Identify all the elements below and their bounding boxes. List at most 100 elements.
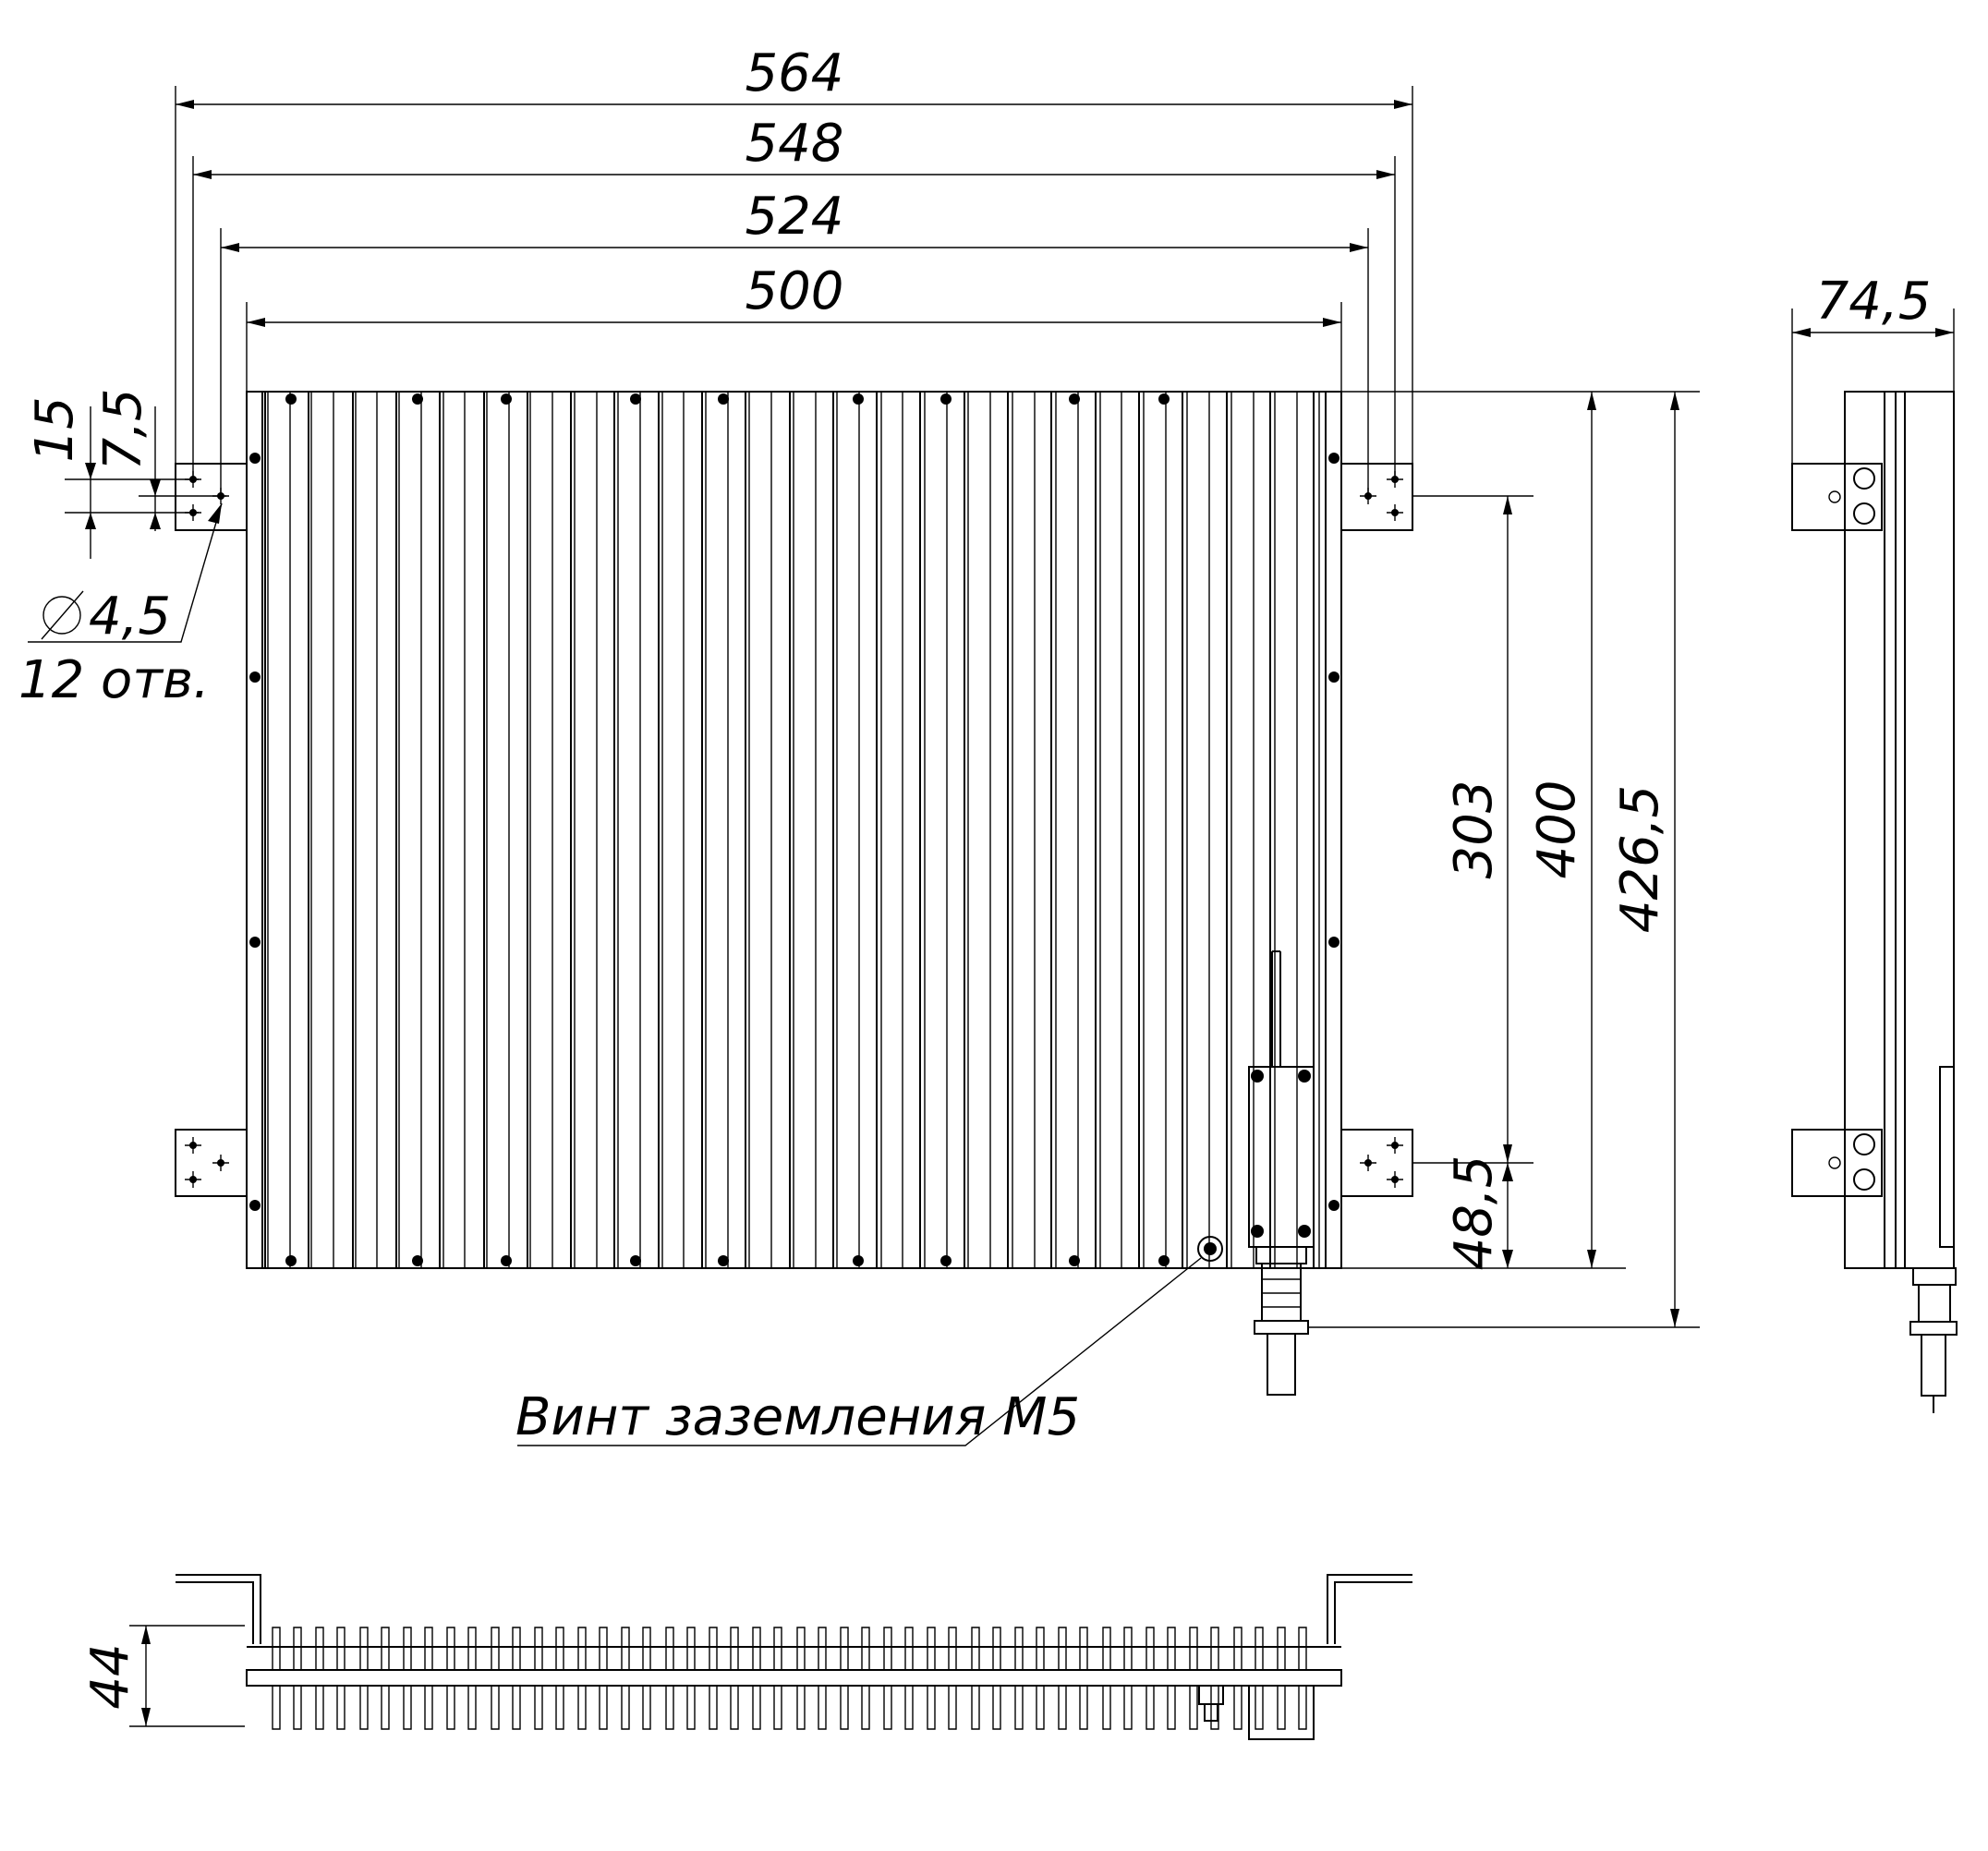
top-fin-down [534,1686,543,1730]
top-fin-up [904,1627,914,1670]
top-fin-up [730,1627,739,1670]
dim-524: 524 [746,187,844,247]
top-fin-up [665,1627,674,1670]
screw [501,1255,512,1266]
top-fin-up [840,1627,849,1670]
top-fin-down [1298,1686,1307,1730]
hole-pitch-dimensions: 15 7,5 [25,388,226,559]
screw [630,1255,641,1266]
top-base-plate [246,1669,1342,1687]
top-fin-down [686,1686,696,1730]
top-fin-up [709,1627,718,1670]
top-fin-up [621,1627,630,1670]
top-bracket-left [176,1574,261,1644]
screw [412,393,423,405]
top-fin-up [1277,1627,1286,1670]
top-fin-down [642,1686,651,1730]
top-fin-up [599,1627,608,1670]
top-fin-up [293,1627,302,1670]
dim-44: 44 [80,1643,140,1709]
top-fin-down [381,1686,390,1730]
top-fin-down [272,1686,281,1730]
screw [249,453,261,464]
top-fin-up [315,1627,324,1670]
top-fin-up [534,1627,543,1670]
top-fin-up [1102,1627,1111,1670]
top-fin-down [1036,1686,1045,1730]
top-fin-up [1079,1627,1088,1670]
top-fin-up [971,1627,980,1670]
top-fin-down [577,1686,587,1730]
top-fin-up [883,1627,892,1670]
top-fin-down [1058,1686,1067,1730]
screw [718,393,729,405]
top-fin-up [1036,1627,1045,1670]
top-fins [272,1627,1307,1730]
hole-note-leader [28,502,223,643]
top-fin-up [1014,1627,1024,1670]
top-fin-up [555,1627,564,1670]
screw [412,1255,423,1266]
bracket-bottom-right [1340,1129,1413,1197]
screw [1328,671,1339,683]
top-fin-down [948,1686,957,1730]
top-fin-up [336,1627,345,1670]
width-dimensions: 564 548 524 500 [175,43,1413,499]
dim-303: 303 [1444,780,1504,879]
top-fin-up [1123,1627,1133,1670]
top-fin-up [642,1627,651,1670]
top-terminal-box [1248,1685,1315,1740]
ground-screw-leader [517,1257,1202,1446]
top-fin-up [467,1627,477,1670]
ground-screw-label: Винт заземления М5 [515,1387,1080,1447]
top-fin-down [512,1686,521,1730]
top-fin-down [336,1686,345,1730]
dim-400: 400 [1527,780,1587,879]
top-fin-up [1210,1627,1219,1670]
top-fin-up [861,1627,870,1670]
dim-564: 564 [746,43,844,103]
top-fin-down [1233,1686,1242,1730]
top-fin-down [665,1686,674,1730]
screw [1158,393,1170,405]
screw [501,393,512,405]
bracket-top-right [1340,463,1413,531]
top-fin-up [1255,1627,1264,1670]
top-fin-down [1079,1686,1088,1730]
top-fin-down [403,1686,412,1730]
screw [249,1200,261,1211]
top-fin-down [1255,1686,1264,1730]
hole-note: 4,5 12 отв. [18,502,223,710]
screw [940,1255,952,1266]
dim-15: 15 [25,396,85,462]
top-fin-down [293,1686,302,1730]
top-fin-down [883,1686,892,1730]
top-fin-up [1167,1627,1176,1670]
top-fin-up [1058,1627,1067,1670]
screw [718,1255,729,1266]
top-fin-down [359,1686,369,1730]
radiator-fins [264,392,1320,1268]
top-fin-up [381,1627,390,1670]
top-fin-down [927,1686,936,1730]
top-fin-up [512,1627,521,1670]
top-fin-down [1014,1686,1024,1730]
top-fin-up [1233,1627,1242,1670]
top-fin-down [1146,1686,1155,1730]
top-fin-down [1102,1686,1111,1730]
top-fin-up [773,1627,782,1670]
screw [853,1255,864,1266]
top-fin-up [796,1627,806,1670]
dim-426-5: 426,5 [1610,785,1670,933]
screw [940,393,952,405]
top-fin-up [948,1627,957,1670]
side-view: 74,5 [1791,272,1958,1413]
top-fin-up [1298,1627,1307,1670]
top-fin-down [818,1686,827,1730]
top-fin-up [446,1627,455,1670]
top-fin-down [730,1686,739,1730]
side-bracket-bottom [1791,1129,1883,1197]
top-view: 44 [80,1574,1412,1740]
top-fin-up [1146,1627,1155,1670]
